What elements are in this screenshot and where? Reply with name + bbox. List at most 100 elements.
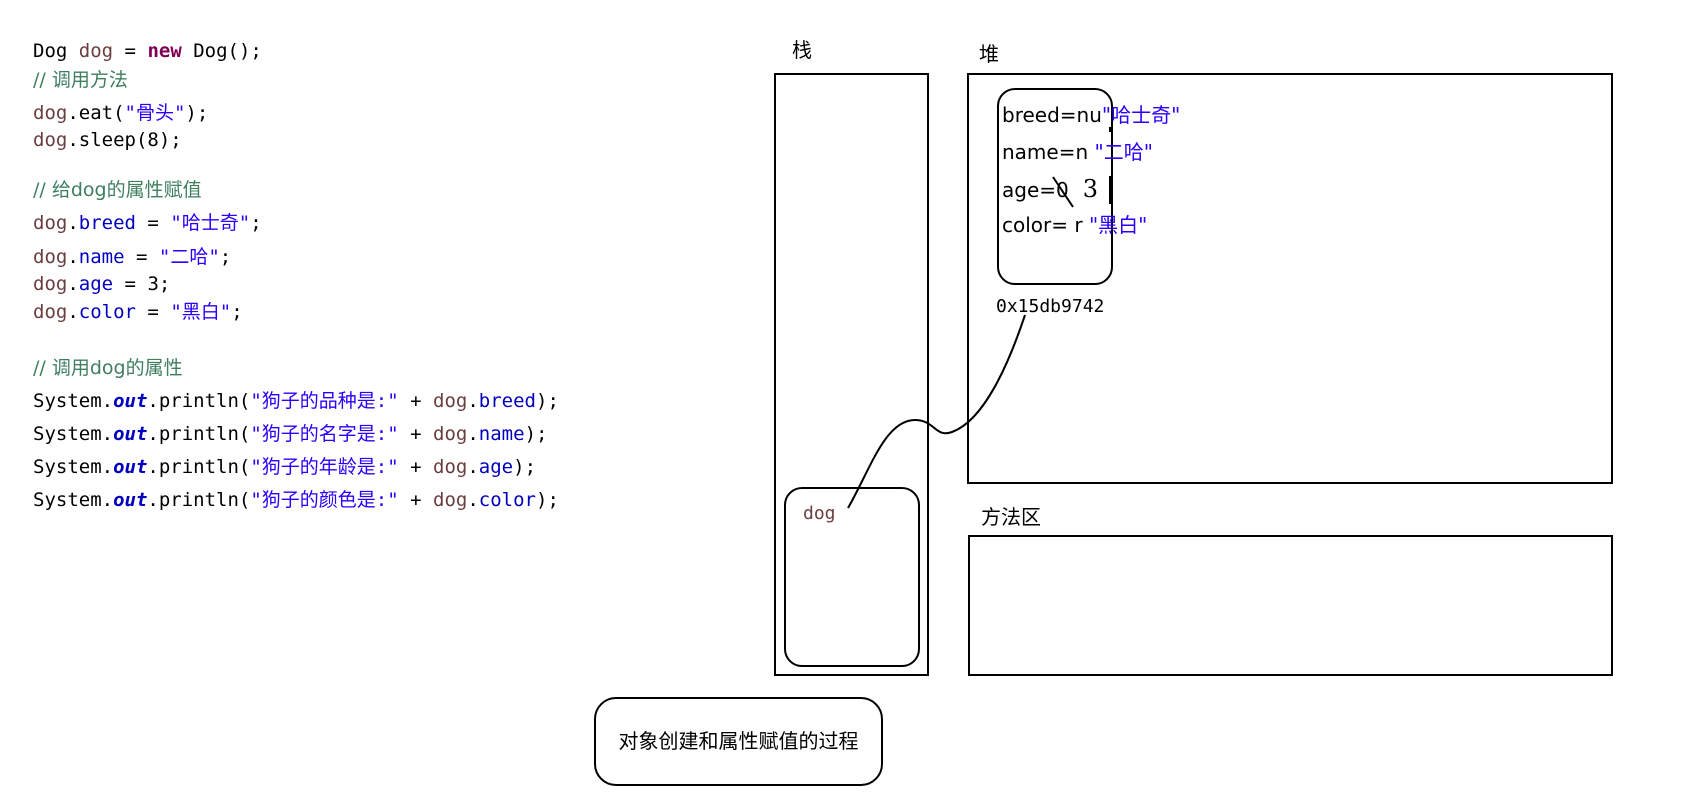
strike-mark: [1052, 176, 1074, 208]
code-keyword: new: [147, 40, 182, 62]
code-var: dog: [33, 102, 68, 124]
code-call: .println(: [147, 423, 251, 445]
code-end: ;: [219, 246, 232, 268]
heap-label: 堆: [979, 42, 999, 66]
code-string: "哈士奇": [170, 212, 251, 234]
code-dot: .: [467, 390, 479, 412]
code-eq: =: [135, 212, 171, 234]
code-end: );: [536, 489, 559, 511]
heap-area: [967, 73, 1613, 484]
code-dot: .: [67, 273, 79, 295]
code-eq: =: [113, 40, 148, 62]
caption-box: [594, 697, 883, 786]
code-plus: +: [398, 423, 434, 445]
code-field: age: [78, 273, 114, 295]
heap-field-old-value: name=n: [1002, 140, 1089, 164]
code-field: name: [478, 423, 525, 445]
code-end: );: [185, 102, 209, 124]
stack-area: [774, 73, 929, 676]
heap-field-name: name=n "二哈": [1002, 140, 1153, 164]
code-line-assign-color: dog.color = "黑白";: [33, 300, 243, 324]
code-dot: .: [67, 301, 79, 323]
code-line-print-breed: System.out.println("狗子的品种是:" + dog.breed…: [33, 389, 559, 413]
code-rest: Dog();: [181, 40, 262, 62]
reference-line: [847, 314, 1026, 509]
code-plus: +: [398, 489, 434, 511]
code-line-eat: dog.eat("骨头");: [33, 101, 208, 125]
code-dot: .: [467, 456, 479, 478]
code-dot: .: [467, 489, 479, 511]
code-type: Dog: [33, 40, 68, 62]
method-area-label: 方法区: [981, 505, 1041, 529]
code-line-assign-name: dog.name = "二哈";: [33, 245, 231, 269]
code-field: name: [78, 246, 125, 268]
code-call: .println(: [147, 390, 251, 412]
code-var: dog: [33, 212, 68, 234]
code-line-sleep: dog.sleep(8);: [33, 128, 182, 152]
code-string: "黑白": [170, 301, 232, 323]
code-comment-assign: // 给dog的属性赋值: [33, 179, 202, 201]
code-static-field: out: [113, 390, 148, 412]
heap-field-old-value: breed=nu: [1002, 103, 1102, 127]
code-class: System.: [33, 390, 114, 412]
code-class: System.: [33, 456, 114, 478]
stack-var-dog: dog: [803, 503, 836, 524]
code-eq: =: [135, 301, 171, 323]
heap-object-address: 0x15db9742: [996, 296, 1105, 317]
heap-field-old-value: color= r: [1002, 213, 1083, 237]
code-field: color: [78, 301, 136, 323]
code-end: );: [536, 390, 559, 412]
code-call: .println(: [147, 456, 251, 478]
code-field: breed: [478, 390, 536, 412]
heap-field-new-value: 3: [1082, 175, 1099, 203]
code-var: dog: [433, 390, 468, 412]
code-var: dog: [33, 246, 68, 268]
code-class: System.: [33, 489, 114, 511]
code-static-field: out: [113, 423, 148, 445]
caption-text: 对象创建和属性赋值的过程: [618, 729, 859, 753]
code-static-field: out: [113, 456, 148, 478]
code-plus: +: [398, 390, 434, 412]
stack-frame-dog: [784, 487, 920, 667]
code-line-new-dog: Dog dog = new Dog();: [33, 39, 262, 63]
code-dot: .: [467, 423, 479, 445]
heap-object-dog: [997, 88, 1113, 285]
code-line-print-name: System.out.println("狗子的名字是:" + dog.name)…: [33, 422, 547, 446]
code-string: "狗子的年龄是:": [250, 456, 399, 478]
code-dot: .: [67, 212, 79, 234]
code-dot: .: [67, 246, 79, 268]
stack-label: 栈: [792, 38, 812, 62]
code-call: .eat(: [67, 102, 125, 124]
code-line-print-color: System.out.println("狗子的颜色是:" + dog.color…: [33, 488, 559, 512]
code-end: ;: [231, 301, 243, 323]
code-call: .sleep(8);: [67, 129, 182, 151]
code-end: ;: [158, 273, 171, 295]
code-string: "狗子的品种是:": [250, 390, 399, 412]
code-var: dog: [33, 301, 68, 323]
code-static-field: out: [113, 489, 148, 511]
code-var: dog: [33, 129, 68, 151]
code-call: .println(: [147, 489, 251, 511]
method-area: [968, 535, 1613, 676]
heap-field-age: age=0 3: [1002, 177, 1098, 202]
code-var: dog: [433, 489, 468, 511]
code-string: "狗子的颜色是:": [250, 489, 399, 511]
code-eq: =: [124, 246, 159, 268]
code-line-assign-age: dog.age = 3;: [33, 272, 170, 296]
code-line-print-age: System.out.println("狗子的年龄是:" + dog.age);: [33, 455, 536, 479]
code-eq: =: [113, 273, 148, 295]
code-string: "二哈": [158, 246, 220, 268]
code-var: dog: [78, 40, 114, 62]
code-line-assign-breed: dog.breed = "哈士奇";: [33, 211, 262, 235]
code-field: breed: [78, 212, 136, 234]
code-end: );: [513, 456, 537, 478]
heap-field-new-value: "二哈": [1094, 140, 1153, 164]
code-end: ;: [250, 212, 262, 234]
code-var: dog: [433, 423, 468, 445]
code-string: "狗子的名字是:": [250, 423, 399, 445]
code-field: color: [478, 489, 536, 511]
code-string: "骨头": [124, 102, 186, 124]
heap-field-color: color= r "黑白": [1002, 213, 1147, 237]
heap-field-old-value: age=0: [1002, 178, 1069, 202]
